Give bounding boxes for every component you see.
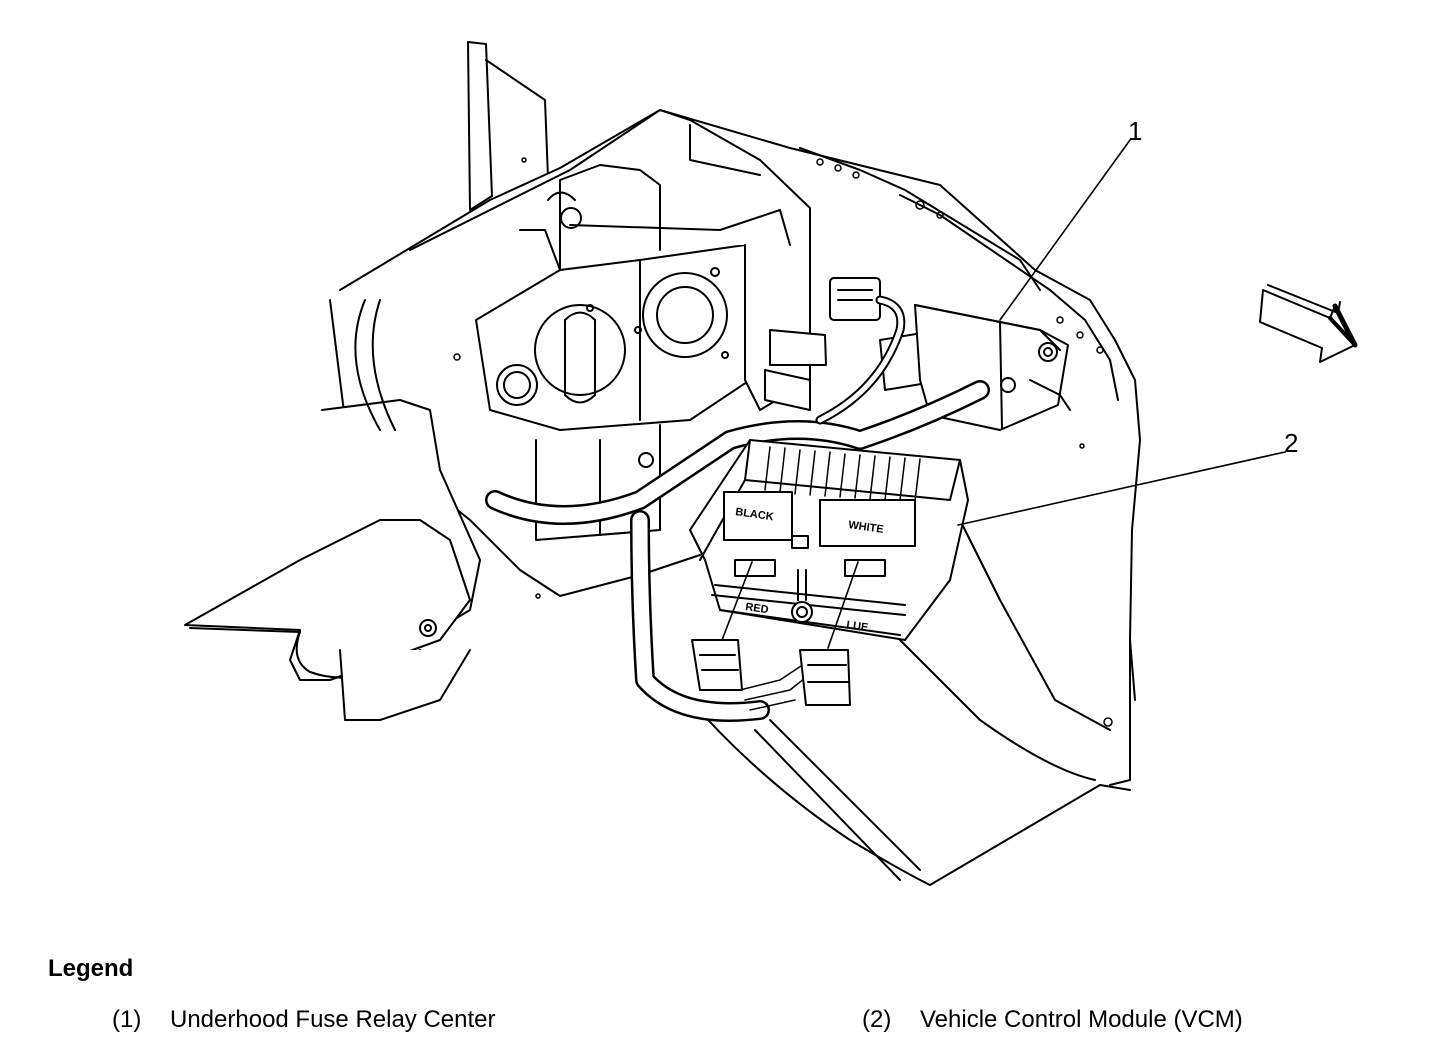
component-location-illustration: BLACK WHITE RED LUE <box>184 41 1358 886</box>
vcm-label-black: BLACK <box>735 506 775 523</box>
legend-item-underhood-fuse-relay-center: (1) Underhood Fuse Relay Center <box>112 1006 496 1034</box>
vcm-harness-connectors <box>691 639 851 706</box>
front-direction-arrow-icon <box>1259 284 1358 363</box>
vcm-label-red: RED <box>745 601 770 616</box>
legend-item-label: Underhood Fuse Relay Center <box>170 1006 496 1033</box>
vcm-cooling-fins <box>764 446 921 502</box>
callout-2: 2 <box>1284 428 1299 458</box>
legend-item-number: (1) <box>112 1006 142 1033</box>
callout-1: 1 <box>1128 116 1143 146</box>
legend-item-number: (2) <box>862 1006 892 1033</box>
vehicle-control-module: BLACK WHITE RED LUE <box>689 439 969 641</box>
legend-item-label: Vehicle Control Module (VCM) <box>920 1006 1243 1033</box>
callout-leader-lines <box>721 139 1286 649</box>
vcm-label-white: WHITE <box>848 519 885 536</box>
wiring-harness <box>485 295 990 722</box>
legend-item-vehicle-control-module: (2) Vehicle Control Module (VCM) <box>862 1006 1243 1034</box>
vcm-label-blue: LUE <box>846 619 869 634</box>
legend-title: Legend <box>48 955 134 982</box>
